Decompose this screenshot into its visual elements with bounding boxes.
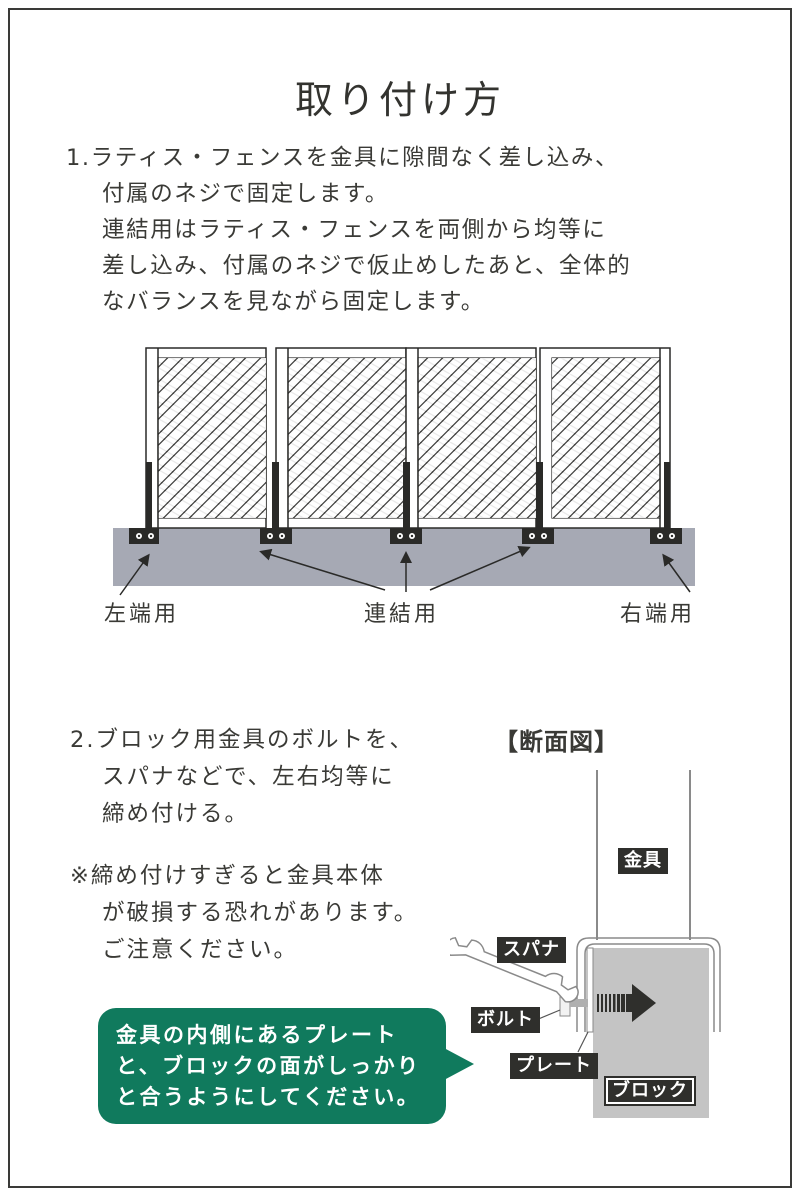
page-title: 取り付け方 (294, 78, 505, 123)
cross-section-diagram (450, 770, 721, 1118)
tag-block: ブロック (604, 1076, 696, 1106)
step-1-line: なバランスを見ながら固定します。 (102, 289, 485, 315)
fence-panel (539, 347, 671, 529)
callout-bubble: 金具の内側にあるプレート と、ブロックの面がしっかり と合うようにしてください。 (98, 1008, 446, 1124)
label-right-end: 右端用 (620, 602, 696, 627)
step-1-instructions: 1.ラティス・フェンスを金具に隙間なく差し込み、 付属のネジで固定します。 連結… (66, 140, 631, 320)
step-2-line: 2.ブロック用金具のボルトを、 (70, 727, 414, 753)
wrench-icon (450, 937, 579, 1003)
step-1-line: 付属のネジで固定します。 (102, 181, 389, 207)
label-left-end: 左端用 (104, 602, 180, 627)
cross-section-title: 【断面図】 (494, 728, 619, 756)
note-line: ※締め付けすぎると金具本体 (70, 863, 385, 889)
step-1-line: 連結用はラティス・フェンスを両側から均等に (102, 217, 607, 243)
tag-bolt: ボルト (471, 1007, 540, 1033)
callout-line: と合うようにしてください。 (116, 1085, 421, 1109)
note-line: が破損する恐れがあります。 (102, 900, 419, 926)
callout-line: 金具の内側にあるプレート (116, 1023, 398, 1047)
bracket-connector (260, 528, 292, 544)
step-2-line: スパナなどで、左右均等に (102, 764, 395, 790)
fence-panel (275, 347, 407, 529)
tag-plate: プレート (510, 1053, 598, 1079)
step-1-line: 1.ラティス・フェンスを金具に隙間なく差し込み、 (66, 145, 620, 171)
bracket-connector (390, 528, 422, 544)
caution-note: ※締め付けすぎると金具本体 が破損する恐れがあります。 ご注意ください。 (70, 858, 418, 969)
callout-line: と、ブロックの面がしっかり (116, 1054, 421, 1078)
bracket-left-end (129, 528, 159, 544)
fence-panel (405, 347, 537, 529)
step-2-instructions: 2.ブロック用金具のボルトを、 スパナなどで、左右均等に 締め付ける。 (70, 722, 414, 833)
page-frame (8, 8, 792, 1188)
tag-wrench: スパナ (497, 937, 566, 963)
fence-diagram (113, 347, 695, 596)
callout-tail (444, 1048, 474, 1080)
tag-bracket: 金具 (618, 848, 668, 874)
fence-panel (145, 347, 267, 529)
bracket-right-end (650, 528, 682, 544)
step-1-line: 差し込み、付属のネジで仮止めしたあと、全体的 (102, 253, 632, 279)
note-line: ご注意ください。 (102, 937, 299, 963)
label-connector: 連結用 (364, 602, 440, 627)
bracket-connector (522, 528, 554, 544)
step-2-line: 締め付ける。 (102, 801, 250, 827)
